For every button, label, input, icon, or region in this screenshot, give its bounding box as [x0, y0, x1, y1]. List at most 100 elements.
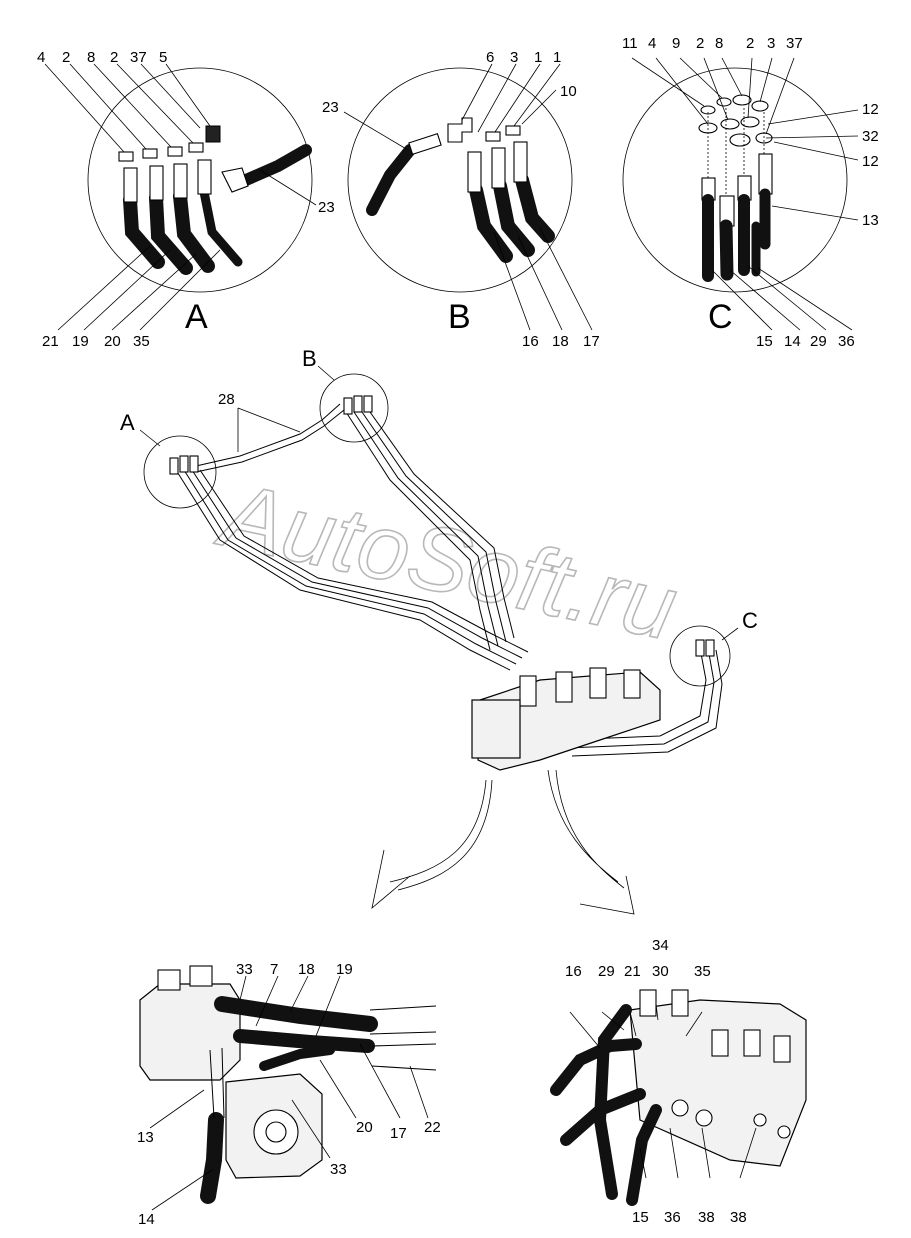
detail-b-leaders — [343, 63, 561, 151]
bottom-left-hose-14 — [200, 1112, 224, 1204]
bottom-right-label: 38 — [730, 1209, 747, 1226]
detail-a-label: 2 — [110, 49, 118, 66]
detail-b-label: 1 — [553, 49, 561, 66]
bottom-right-label: 35 — [694, 963, 711, 980]
overview-fitting — [705, 639, 715, 657]
bottom-left-hose-18 — [214, 996, 378, 1032]
bottom-right-label: 16 — [565, 963, 582, 980]
detail-a-nut — [118, 151, 134, 162]
bottom-right-spool — [711, 1029, 729, 1057]
detail-a-plug-5 — [205, 125, 221, 143]
detail-b-tee — [447, 117, 473, 143]
bottom-left-label: 33 — [236, 961, 253, 978]
overview-letter-b: B — [302, 346, 317, 371]
bottom-right-label: 21 — [624, 963, 641, 980]
arrow-left — [389, 779, 493, 891]
detail-b-label: 3 — [510, 49, 518, 66]
bottom-left-label: 33 — [330, 1161, 347, 1178]
detail-b: 6 3 1 1 10 23 16 18 17 B — [322, 49, 600, 350]
detail-b-label: 10 — [560, 83, 577, 100]
detail-c-washer — [732, 94, 752, 106]
detail-c-label: 9 — [672, 35, 680, 52]
bottom-right-label: 36 — [664, 1209, 681, 1226]
detail-b-letter: B — [448, 298, 471, 336]
bottom-right-label: 30 — [652, 963, 669, 980]
detail-a-hose-23 — [240, 144, 312, 186]
bottom-right-hose-16 — [550, 1038, 642, 1096]
bottom-left-cap — [189, 965, 213, 987]
detail-c-label: 14 — [784, 333, 801, 350]
detail-c-label: 29 — [810, 333, 827, 350]
detail-a-label: 8 — [87, 49, 95, 66]
detail-a-elbow — [221, 167, 249, 193]
detail-c-label: 15 — [756, 333, 773, 350]
bottom-left-shaft-inner — [265, 1121, 287, 1143]
detail-c-label: 4 — [648, 35, 656, 52]
detail-a-label: 4 — [37, 49, 45, 66]
detail-c-axis-lines — [707, 108, 765, 198]
detail-c-hose-14 — [719, 219, 734, 281]
detail-c-washer — [751, 100, 769, 112]
bottom-right-view: 34 16 29 21 30 35 15 36 38 38 — [550, 937, 807, 1226]
detail-c-washer — [729, 133, 751, 147]
detail-c-washer — [716, 97, 732, 107]
detail-c-leaders-bottom — [711, 265, 853, 331]
detail-a: 4 2 8 2 37 5 23 21 19 20 35 A — [37, 49, 335, 350]
detail-b-fitting — [408, 132, 442, 156]
detail-a-letter: A — [185, 298, 208, 336]
detail-c: 11 4 9 2 8 2 3 37 12 32 12 13 15 14 29 3… — [622, 35, 879, 350]
detail-b-nut — [505, 125, 521, 136]
overview-leader-28 — [237, 407, 301, 452]
bottom-right-label: 38 — [698, 1209, 715, 1226]
detail-a-fitting — [123, 167, 138, 203]
bottom-right-port — [753, 1113, 767, 1127]
overview-letter-a: A — [120, 410, 135, 435]
bottom-left-label: 7 — [270, 961, 278, 978]
detail-a-label: 21 — [42, 333, 59, 350]
detail-c-label: 36 — [838, 333, 855, 350]
arrow-right — [547, 769, 625, 889]
overview-pump — [471, 699, 521, 759]
detail-b-hose-2 — [493, 179, 535, 257]
overview-line-28b — [195, 409, 345, 473]
bottom-left-label: 14 — [138, 1211, 155, 1228]
detail-b-circle — [347, 67, 573, 293]
detail-a-nut — [167, 146, 183, 157]
arrow-right-head — [579, 875, 635, 915]
bottom-right-spool — [639, 989, 657, 1017]
bottom-left-leaders-2 — [149, 1043, 429, 1211]
detail-c-letter: C — [708, 298, 733, 336]
overview-hose-bundle-b — [345, 411, 515, 651]
detail-a-leaders-bottom — [57, 245, 221, 331]
bottom-left-label: 17 — [390, 1125, 407, 1142]
detail-a-leaders — [44, 63, 317, 206]
bottom-right-leaders — [569, 1003, 703, 1049]
overview-hose-loop-c — [559, 647, 723, 757]
detail-b-leaders-bottom — [493, 227, 593, 331]
bottom-left-view: 33 7 18 19 13 20 17 22 33 14 — [137, 961, 441, 1228]
detail-a-label: 19 — [72, 333, 89, 350]
overview-fitting — [189, 455, 199, 473]
detail-a-fitting — [173, 163, 188, 199]
pointer-arrows — [371, 769, 635, 915]
bottom-left-leaders — [239, 975, 341, 1037]
detail-b-label: 1 — [534, 49, 542, 66]
overview-label-28: 28 — [218, 391, 235, 408]
detail-c-label: 12 — [862, 101, 879, 118]
bottom-left-label: 20 — [356, 1119, 373, 1136]
detail-c-label: 2 — [746, 35, 754, 52]
bottom-right-valve-block — [629, 999, 807, 1167]
overview-assembly: 28 A B C — [120, 346, 758, 771]
overview-fitting — [179, 455, 189, 473]
detail-a-label: 20 — [104, 333, 121, 350]
overview-fitting — [169, 457, 179, 475]
detail-b-hose-1 — [469, 183, 513, 263]
overview-fitting — [695, 639, 705, 657]
bottom-left-hose-20 — [259, 1045, 335, 1071]
detail-a-fitting — [197, 159, 212, 195]
detail-c-label: 11 — [622, 35, 638, 52]
detail-c-leaders — [631, 57, 795, 135]
detail-c-label: 8 — [715, 35, 723, 52]
arrow-left-head — [371, 849, 411, 910]
